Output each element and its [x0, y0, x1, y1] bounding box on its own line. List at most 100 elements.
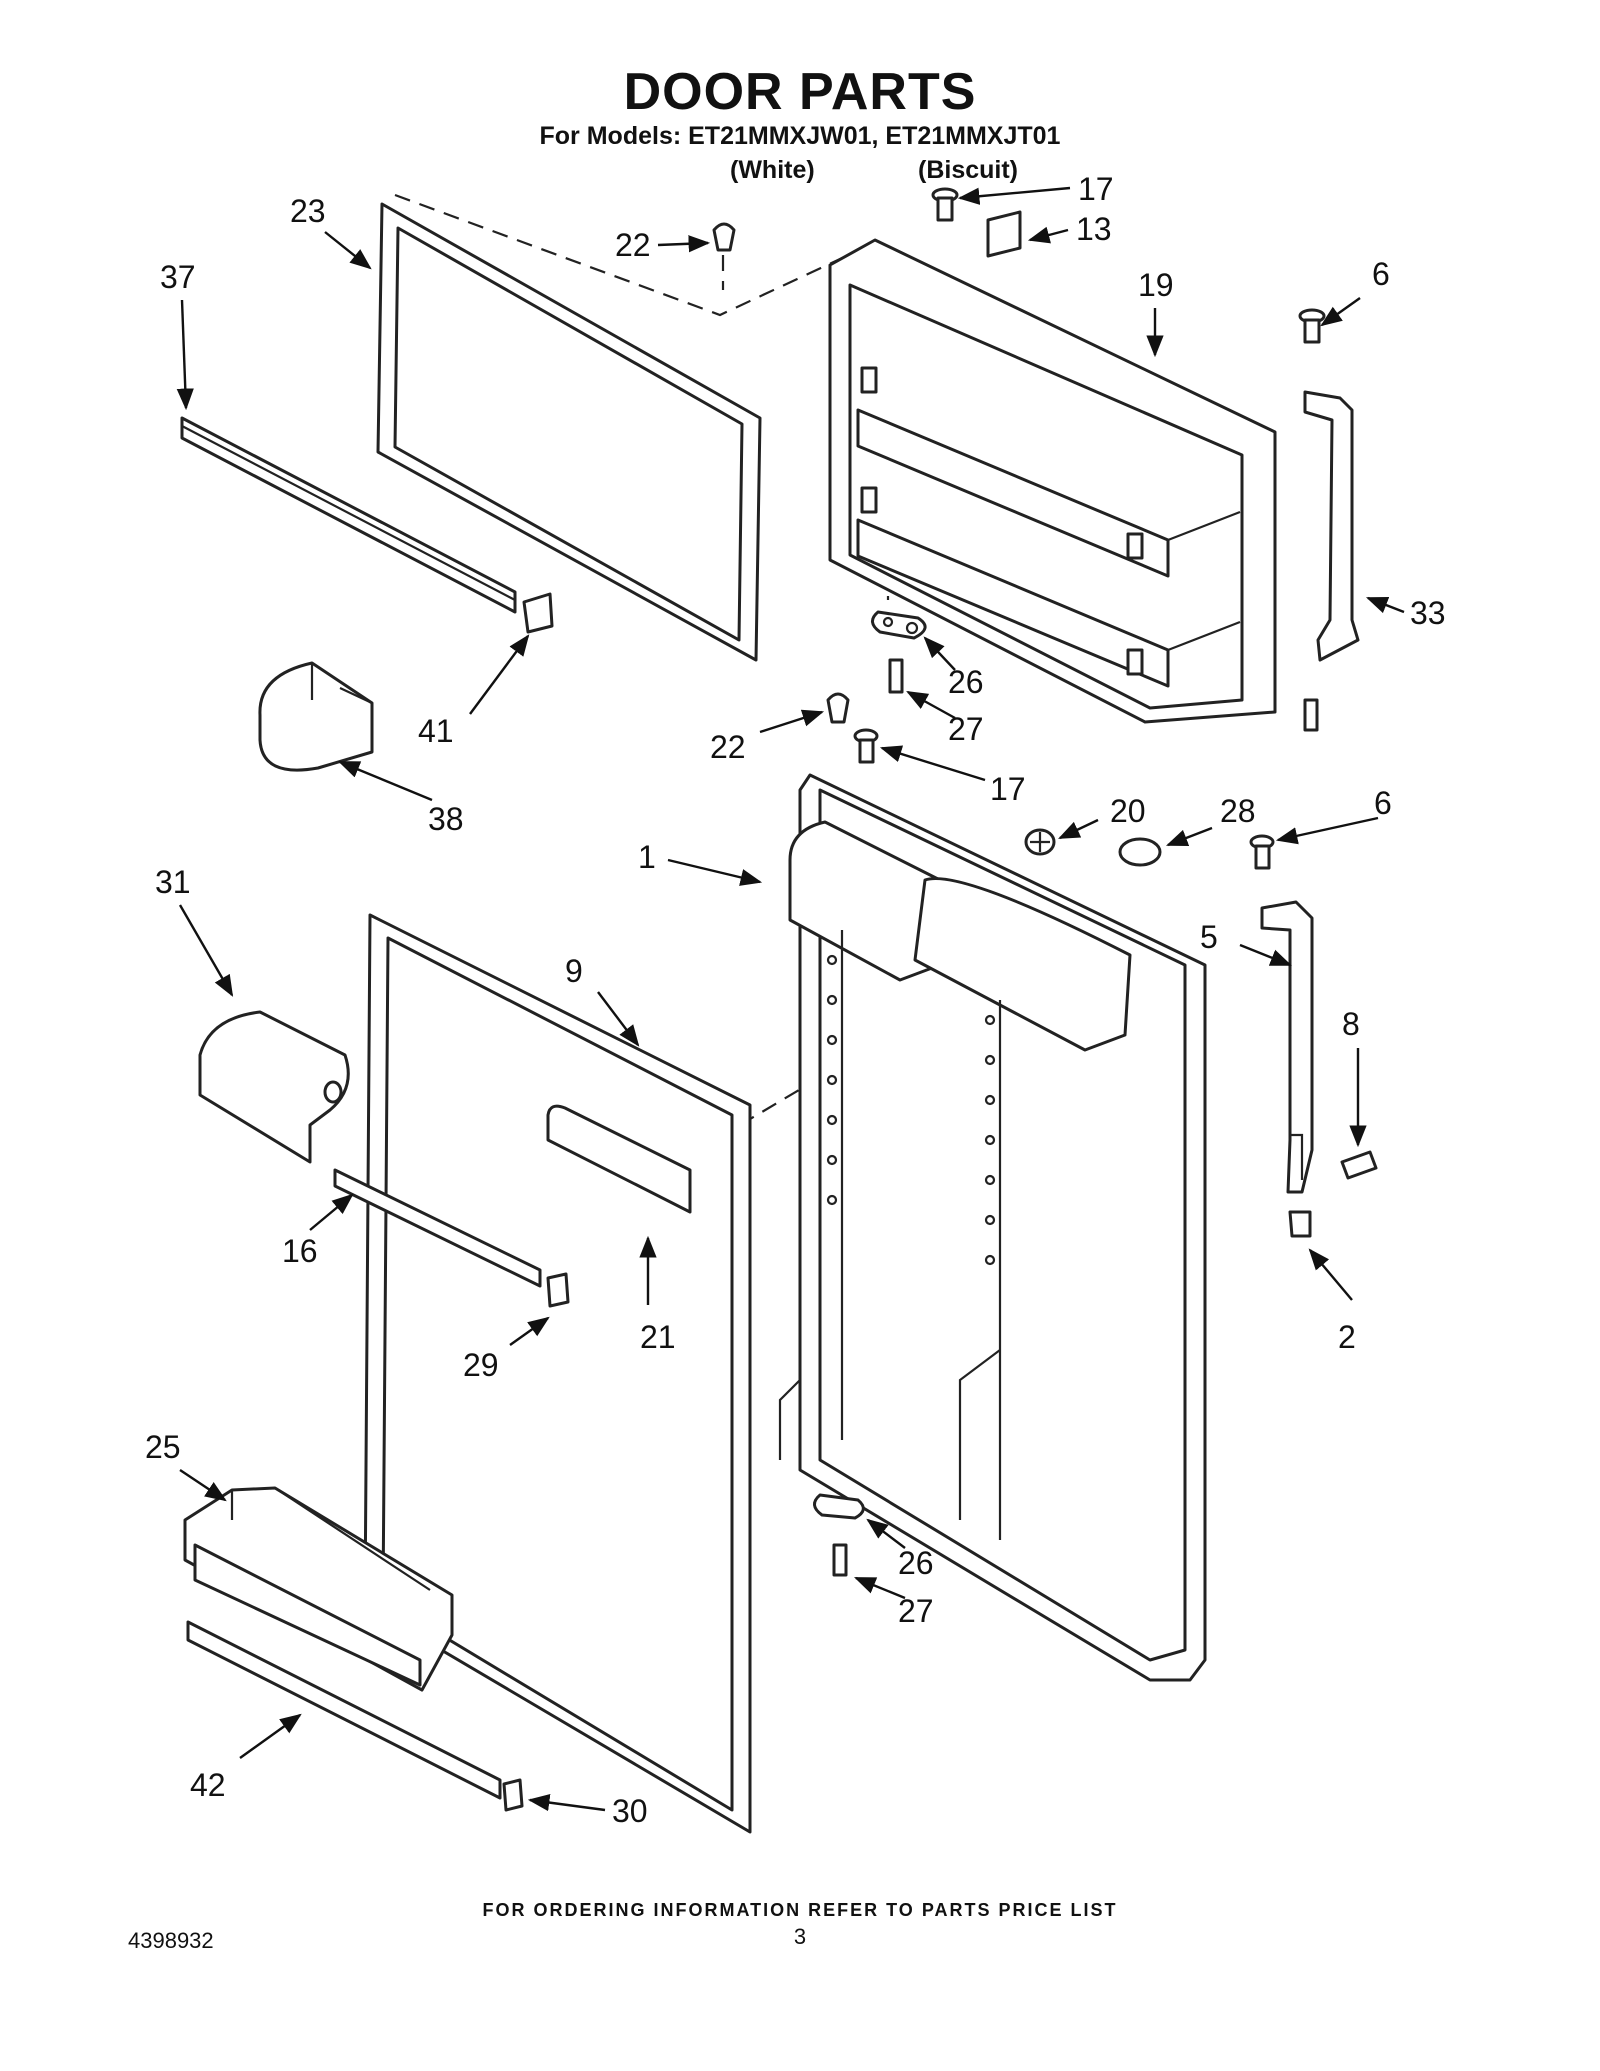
leader-27-upper	[906, 690, 956, 720]
part-17-screw-top	[931, 187, 959, 222]
callout-17-top: 17	[1078, 171, 1114, 207]
leader-6-upper	[1320, 297, 1361, 327]
leader-33	[1365, 596, 1405, 614]
callout-20: 20	[1110, 793, 1146, 829]
callout-26-lower: 26	[898, 1545, 934, 1581]
callout-26-upper: 26	[948, 664, 984, 700]
part-38-shelf-stop	[258, 661, 374, 772]
leader-20	[1058, 818, 1099, 840]
part-25-door-bin	[183, 1486, 454, 1692]
leader-38	[338, 760, 433, 802]
leader-27-lower	[854, 1576, 906, 1600]
leader-17-top	[957, 186, 1071, 205]
leader-13	[1027, 226, 1069, 244]
leader-6-mid	[1275, 816, 1379, 845]
leader-9	[597, 991, 640, 1047]
variant-biscuit-label: (Biscuit)	[918, 156, 1018, 184]
callout-16: 16	[282, 1233, 318, 1269]
page-title: DOOR PARTS	[623, 63, 977, 121]
part-19-freezer-door-liner	[828, 238, 1277, 724]
part-6-screw-lower-handle	[1303, 698, 1319, 732]
part-30-end-cap	[502, 1778, 524, 1812]
part-26-hinge-upper	[871, 610, 927, 640]
page-number: 3	[793, 1924, 807, 1949]
part-42-bin-trim-strip	[186, 1620, 502, 1800]
part-22-plug-mid	[826, 692, 850, 724]
callout-8: 8	[1342, 1006, 1360, 1042]
part-23-freezer-gasket	[376, 202, 762, 662]
callout-29: 29	[463, 1347, 499, 1383]
part-31-dairy-door	[198, 1010, 350, 1164]
part-5-fresh-food-handle	[1260, 900, 1314, 1194]
part-41-strip-end-cap	[522, 592, 554, 634]
part-17-screw-mid	[853, 728, 879, 764]
part-8-screw	[1340, 1150, 1378, 1180]
part-37-freezer-trim-strip	[180, 416, 517, 614]
part-27-screw-upper	[888, 658, 904, 694]
callout-30: 30	[612, 1793, 648, 1829]
callout-23: 23	[290, 193, 326, 229]
leader-28	[1165, 826, 1213, 847]
callout-2: 2	[1338, 1319, 1356, 1355]
callout-22-mid: 22	[710, 729, 746, 765]
callout-27-upper: 27	[948, 711, 984, 747]
ordering-note: FOR ORDERING INFORMATION REFER TO PARTS …	[482, 1900, 1118, 1920]
alignment-line-gasket-to-freezer-door	[394, 193, 871, 317]
callout-21: 21	[640, 1319, 676, 1355]
leader-2	[1308, 1248, 1353, 1301]
document-number: 4398932	[128, 1928, 214, 1953]
leader-41	[469, 634, 530, 715]
part-29-end-cap	[546, 1272, 570, 1308]
callout-41: 41	[418, 713, 454, 749]
callout-31: 31	[155, 864, 191, 900]
part-16-trim-strip	[333, 1168, 542, 1288]
callout-37: 37	[160, 259, 196, 295]
leader-26-upper	[923, 636, 956, 671]
part-28-plug	[1118, 837, 1162, 867]
part-20-bumper	[1024, 828, 1056, 856]
leader-22-top	[657, 235, 711, 253]
part-1-fresh-food-door-liner	[778, 773, 1207, 1682]
callout-42: 42	[190, 1767, 226, 1803]
callout-38: 38	[428, 801, 464, 837]
part-33-freezer-handle	[1303, 390, 1360, 662]
callout-13: 13	[1076, 211, 1112, 247]
leader-22-mid	[759, 709, 825, 734]
leader-30	[527, 1794, 606, 1812]
leader-26-lower	[866, 1518, 906, 1549]
callout-33: 33	[1410, 595, 1446, 631]
callout-1: 1	[638, 839, 656, 875]
callout-22-top: 22	[615, 227, 651, 263]
part-13-label	[986, 210, 1022, 258]
leader-16	[309, 1193, 354, 1231]
part-9-fresh-food-gasket	[363, 913, 752, 1834]
callout-17-mid: 17	[990, 771, 1026, 807]
model-numbers: For Models: ET21MMXJW01, ET21MMXJT01	[539, 122, 1061, 150]
part-22-plug-top	[712, 222, 736, 252]
leader-29	[509, 1316, 550, 1346]
callout-6-mid: 6	[1374, 785, 1392, 821]
leader-42	[239, 1713, 302, 1759]
leader-5	[1239, 943, 1293, 967]
callout-28: 28	[1220, 793, 1256, 829]
callout-5: 5	[1200, 919, 1218, 955]
leader-31	[178, 904, 234, 997]
callout-6-upper: 6	[1372, 256, 1390, 292]
part-6-screw-fresh-food-handle	[1249, 834, 1275, 870]
part-27-screw-lower	[832, 1543, 848, 1577]
callout-9: 9	[565, 953, 583, 989]
variant-white-label: (White)	[730, 156, 815, 184]
part-2-clip	[1288, 1210, 1312, 1238]
leader-1	[667, 858, 763, 886]
leader-23	[324, 231, 372, 270]
callout-19: 19	[1138, 267, 1174, 303]
callout-25: 25	[145, 1429, 181, 1465]
part-21-dairy-cover	[546, 1104, 692, 1214]
callout-27-lower: 27	[898, 1593, 934, 1629]
leader-37	[176, 299, 194, 411]
leader-25	[179, 1469, 227, 1502]
part-26-hinge-lower	[813, 1493, 865, 1520]
leader-17-mid	[879, 745, 986, 782]
